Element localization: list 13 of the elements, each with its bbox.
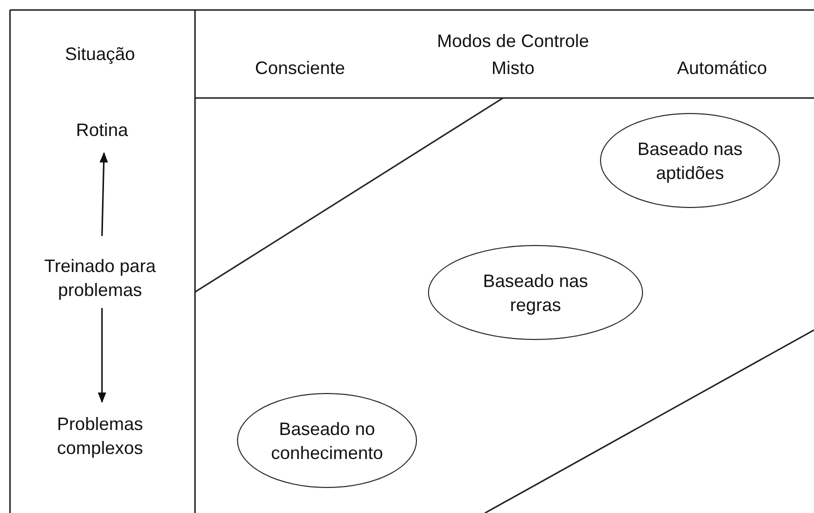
header-label: Modos de Controle	[436, 31, 590, 52]
situation-label: Problemas complexos	[30, 412, 170, 460]
mode-ellipse: Baseado nas aptidões	[600, 113, 780, 208]
situation-label: Treinado para problemas	[20, 254, 180, 302]
situation-label: Rotina	[57, 118, 147, 142]
mode-ellipse: Baseado nas regras	[428, 245, 643, 340]
header-label: Automático	[676, 58, 768, 79]
arrow	[98, 308, 106, 404]
header-label: Misto	[492, 58, 534, 79]
header-label: Consciente	[254, 58, 346, 79]
mode-ellipse: Baseado no conhecimento	[237, 393, 417, 488]
arrow	[100, 152, 108, 236]
header-label: Situação	[64, 44, 136, 65]
